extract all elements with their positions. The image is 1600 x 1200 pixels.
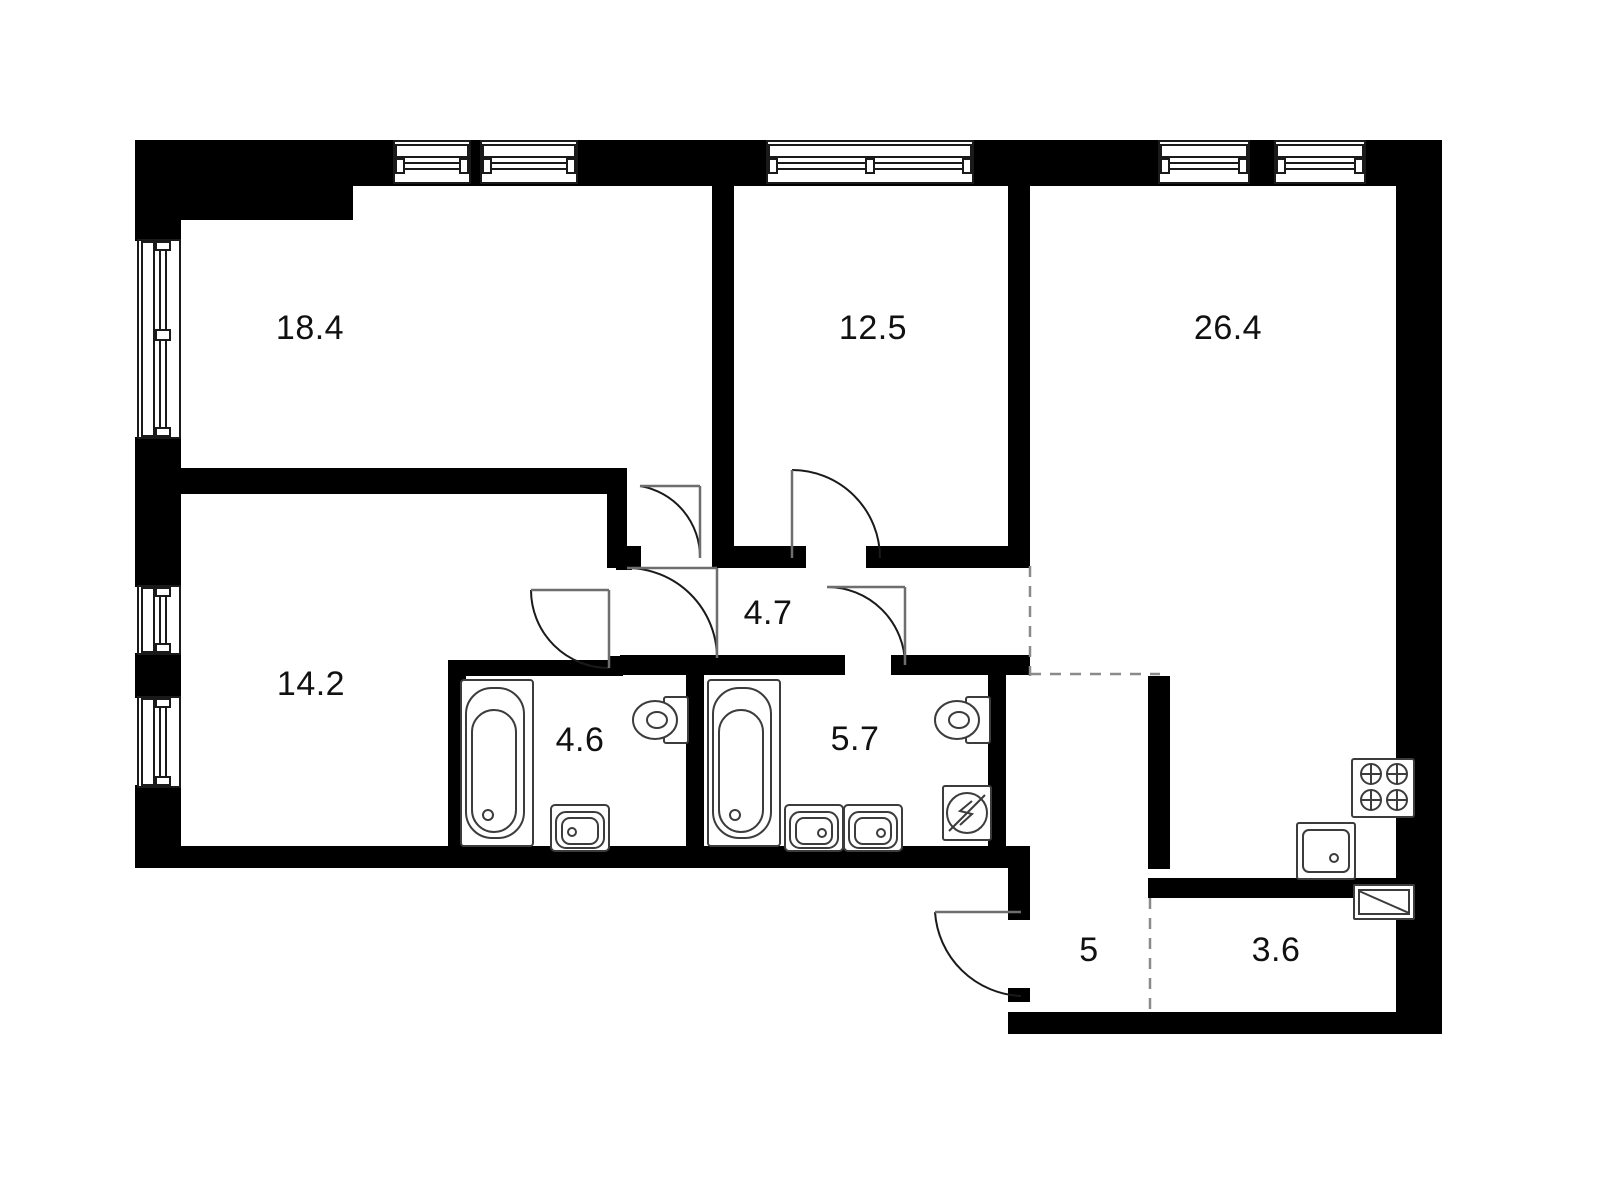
- room-label-living-kitchen: 26.4: [1194, 309, 1262, 347]
- electrical-panel-icon: [942, 785, 992, 841]
- door-bathroom-2[interactable]: [826, 585, 907, 675]
- bathtub-icon: [460, 679, 534, 847]
- wall-bed2-left: [712, 186, 734, 558]
- door-entrance[interactable]: [934, 906, 1030, 1002]
- window-left-middle: [137, 585, 181, 655]
- toilet-icon: [632, 696, 689, 744]
- fixtures-group: [460, 679, 1415, 920]
- wall-bed2-bottom-left: [712, 546, 792, 568]
- window-top-left-a: [393, 140, 471, 184]
- wall-entry-left-jamb: [1008, 846, 1030, 914]
- room-label-bathroom-2: 5.7: [831, 720, 880, 758]
- room-label-hall: 4.7: [744, 594, 793, 632]
- wall-bed3-jamb: [607, 468, 627, 568]
- washbasin-icon: [784, 804, 844, 852]
- wall-bed2-bottom-right: [880, 546, 1030, 568]
- room-label-entry-hall: 5: [1079, 931, 1098, 969]
- wall-bath2-right: [988, 660, 1006, 850]
- wall-hall-bottom-b: [700, 655, 845, 675]
- wall-left-a: [135, 186, 181, 241]
- wall-kitchen-left: [1148, 676, 1170, 869]
- wall-kitchen-bottom: [1148, 878, 1398, 898]
- wall-hall-bottom-c: [905, 655, 1030, 675]
- wall-left-c: [135, 653, 181, 698]
- room-label-bedroom-3: 14.2: [277, 665, 345, 703]
- window-left-upper: [137, 239, 181, 439]
- windows-group: [137, 140, 1366, 788]
- door-bedroom-3[interactable]: [616, 556, 719, 659]
- wall-bed2-right: [1008, 186, 1030, 558]
- wall-between-bed1-bed3: [135, 468, 620, 494]
- door-bedroom-1[interactable]: [627, 484, 702, 568]
- window-top-center: [766, 140, 974, 184]
- window-top-right-a: [1158, 140, 1250, 184]
- toilet-icon: [934, 696, 991, 744]
- room-label-bathroom-1: 4.6: [556, 721, 605, 759]
- room-label-pantry: 3.6: [1252, 931, 1301, 969]
- washbasin-icon: [843, 804, 903, 852]
- room-label-bedroom-2: 12.5: [839, 309, 907, 347]
- area-labels-group: 18.4 12.5 26.4 14.2 4.7 4.6 5.7 5 3.6: [276, 309, 1300, 969]
- stove-cooktop-icon: [1351, 758, 1415, 818]
- window-left-lower: [137, 696, 181, 788]
- wall-bath1-right: [686, 660, 704, 850]
- window-top-right-b: [1274, 140, 1366, 184]
- door-bathroom-1[interactable]: [530, 588, 623, 674]
- bathtub-icon: [707, 679, 781, 847]
- washbasin-icon: [550, 804, 610, 852]
- wall-bath1-top: [448, 660, 623, 676]
- door-bedroom-2[interactable]: [790, 469, 881, 568]
- wall-hall-bottom-a: [620, 655, 700, 675]
- washing-machine-icon: [1353, 884, 1415, 920]
- room-label-bedroom-1: 18.4: [276, 309, 344, 347]
- wall-bottom-entry: [1008, 1012, 1442, 1034]
- wall-left-b: [135, 437, 181, 587]
- window-top-left-b: [480, 140, 578, 184]
- kitchen-sink-icon: [1296, 822, 1356, 880]
- dashed-zone-lines: [1028, 566, 1160, 1014]
- doors-group: [530, 469, 1030, 1002]
